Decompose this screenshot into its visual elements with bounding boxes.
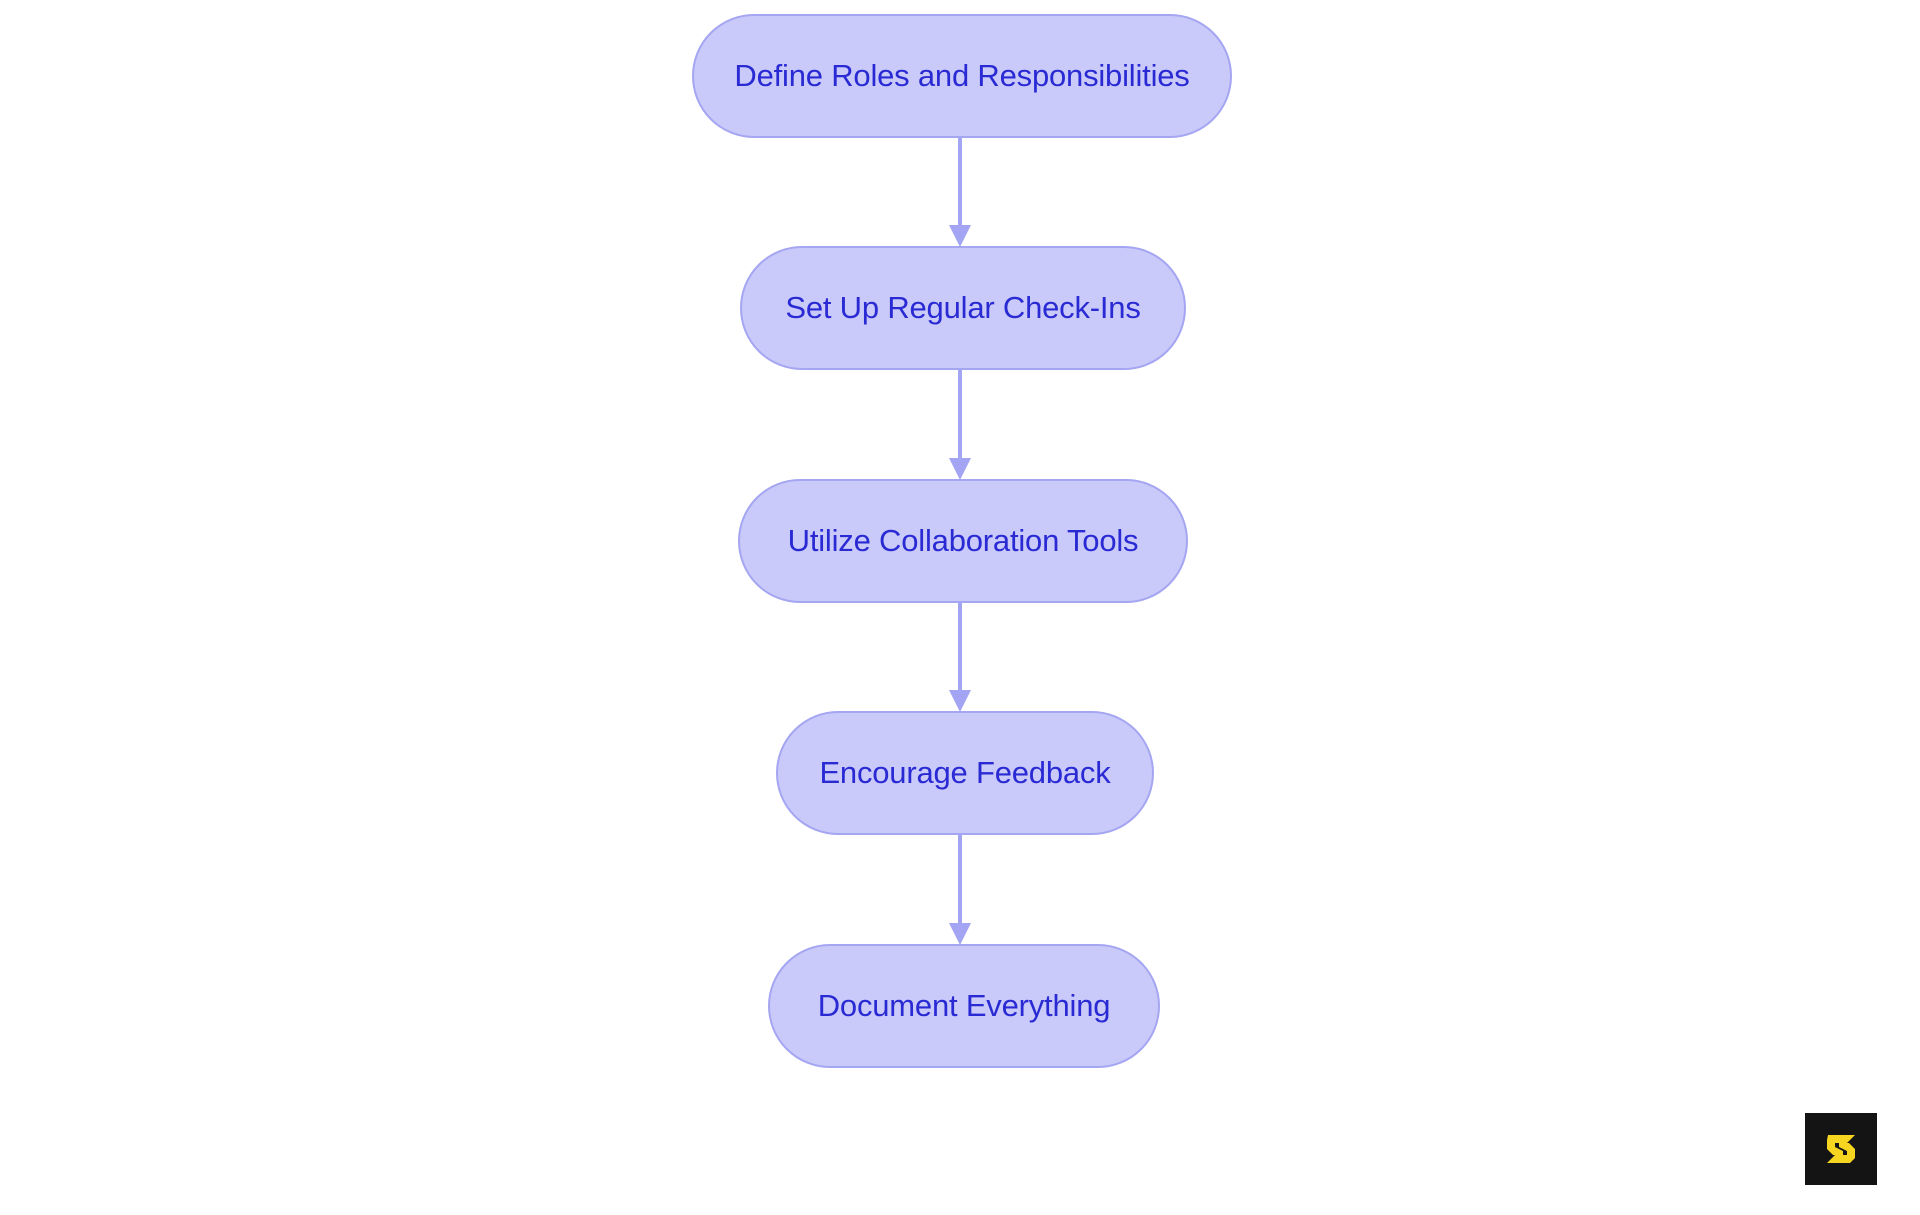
flow-node-encourage-feedback[interactable]: Encourage Feedback bbox=[776, 711, 1154, 835]
flow-connector-2-to-3 bbox=[949, 369, 971, 480]
flow-node-label: Encourage Feedback bbox=[819, 754, 1111, 790]
connector-line bbox=[958, 834, 962, 923]
arrow-down-icon bbox=[949, 458, 971, 480]
flow-connector-3-to-4 bbox=[949, 602, 971, 712]
flow-connector-4-to-5 bbox=[949, 834, 971, 945]
connector-line bbox=[958, 369, 962, 458]
connector-line bbox=[958, 602, 962, 690]
arrow-down-icon bbox=[949, 225, 971, 247]
flow-node-label: Set Up Regular Check-Ins bbox=[785, 289, 1141, 325]
flow-node-label: Define Roles and Responsibilities bbox=[734, 57, 1190, 93]
flow-connector-1-to-2 bbox=[949, 137, 971, 247]
flow-node-label: Utilize Collaboration Tools bbox=[787, 522, 1139, 558]
connector-line bbox=[958, 137, 962, 225]
flow-node-set-up-regular-check-ins[interactable]: Set Up Regular Check-Ins bbox=[740, 246, 1186, 370]
arrow-down-icon bbox=[949, 923, 971, 945]
flow-node-utilize-collaboration-tools[interactable]: Utilize Collaboration Tools bbox=[738, 479, 1188, 603]
brand-logo-icon bbox=[1805, 1113, 1877, 1185]
arrow-down-icon bbox=[949, 690, 971, 712]
flow-node-label: Document Everything bbox=[817, 987, 1111, 1023]
flow-node-document-everything[interactable]: Document Everything bbox=[768, 944, 1160, 1068]
flow-node-define-roles-and-responsibilities[interactable]: Define Roles and Responsibilities bbox=[692, 14, 1232, 138]
